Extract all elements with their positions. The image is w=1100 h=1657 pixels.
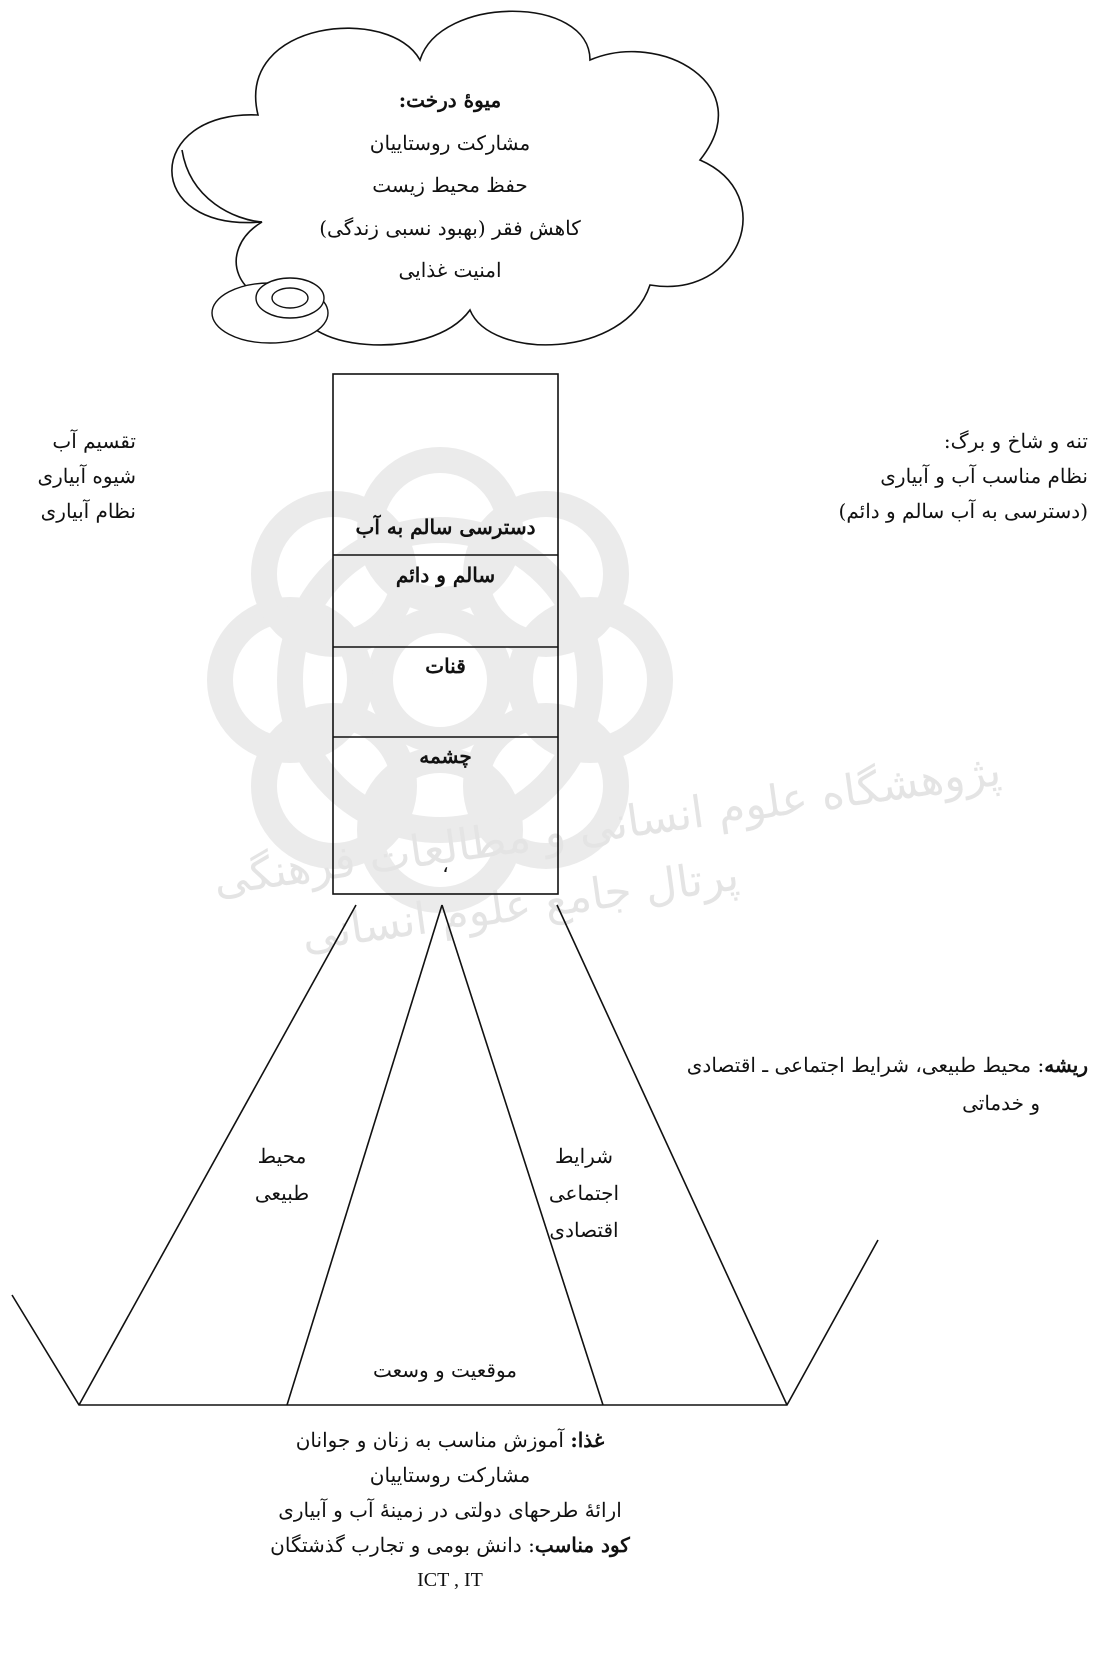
trunk-cell: قنات: [333, 651, 558, 681]
trunk-cell: سالم و دائم: [333, 560, 558, 590]
ict-line: ICT , IT: [200, 1565, 700, 1595]
root-social-line: شرایط: [524, 1141, 644, 1171]
trunk-cell: چشمه: [333, 741, 558, 771]
food-title: غذا:: [570, 1428, 604, 1452]
fertilizer-text: : دانش بومی و تجارب گذشتگان: [270, 1533, 535, 1557]
fertilizer-title: کود مناسب: [535, 1533, 630, 1557]
cloud-bubbles: [212, 278, 328, 343]
trunk-label-line: (دسترسی به آب سالم و دائم): [839, 496, 1088, 526]
food-line: غذا: آموزش مناسب به زنان و جوانان: [200, 1425, 700, 1455]
food-line: مشارکت روستاییان: [200, 1460, 700, 1490]
trunk-box: [333, 374, 558, 894]
root-social-line: اجتماعی: [524, 1178, 644, 1208]
root-natural-line: طبیعی: [222, 1178, 342, 1208]
root-label-line-2: و خدماتی: [962, 1088, 1040, 1118]
root-location: موقعیت و وسعت: [340, 1355, 550, 1385]
fruit-title: میوهٔ درخت:: [300, 85, 600, 115]
root-label-line-1: ریشه: محیط طبیعی، شرایط اجتماعی ـ اقتصاد…: [687, 1050, 1088, 1080]
root-label-title: ریشه: [1044, 1053, 1088, 1077]
root-social-line: اقتصادی: [524, 1215, 644, 1245]
trunk-cell: دسترسی سالم به آب: [333, 512, 558, 542]
fruit-item: کاهش فقر (بهبود نسبی زندگی): [280, 213, 620, 243]
fruit-item: حفظ محیط زیست: [300, 170, 600, 200]
trunk-dot: ،: [333, 850, 558, 880]
root-natural-line: محیط: [222, 1141, 342, 1171]
food-line: ارائهٔ طرحهای دولتی در زمینهٔ آب و آبیار…: [200, 1495, 700, 1525]
root-label-text: : محیط طبیعی، شرایط اجتماعی ـ اقتصادی: [687, 1053, 1044, 1077]
roots-lines: [12, 905, 878, 1405]
fruit-item: امنیت غذایی: [300, 255, 600, 285]
food-text: آموزش مناسب به زنان و جوانان: [296, 1428, 571, 1452]
fertilizer-line: کود مناسب: دانش بومی و تجارب گذشتگان: [200, 1530, 700, 1560]
fruit-item: مشارکت روستاییان: [300, 128, 600, 158]
left-label: شیوه آبیاری: [37, 461, 136, 491]
trunk-label-title: تنه و شاخ و برگ:: [944, 426, 1088, 456]
trunk-label-line: نظام مناسب آب و آبیاری: [880, 461, 1088, 491]
left-label: تقسیم آب: [52, 426, 136, 456]
left-label: نظام آبیاری: [41, 496, 136, 526]
